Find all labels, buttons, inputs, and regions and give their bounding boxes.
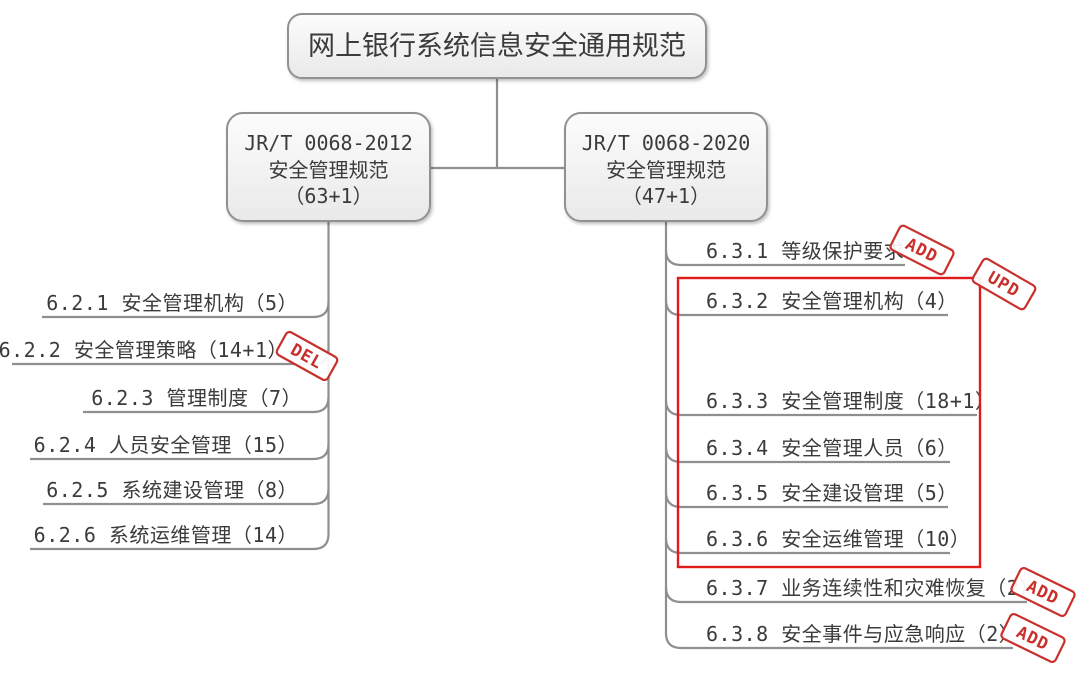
add-stamp-637: ADD	[1010, 566, 1076, 618]
item-6-2-5: 6.2.5 系统建设管理（8）	[46, 478, 298, 502]
branch-line-6-3-4	[664, 446, 950, 464]
left-node-line1: JR/T 0068-2012	[244, 131, 413, 155]
branch-line-6-3-2	[664, 299, 948, 317]
item-6-3-5: 6.3.5 安全建设管理（5）	[706, 481, 958, 505]
item-6-2-1: 6.2.1 安全管理机构（5）	[46, 291, 298, 315]
add-stamp-638: ADD	[1000, 612, 1066, 664]
right-node-line1: JR/T 0068-2020	[582, 131, 751, 155]
item-6-2-4: 6.2.4 人员安全管理（15）	[34, 433, 298, 457]
right-node-box	[564, 112, 768, 222]
item-6-3-6: 6.3.6 安全运维管理（10）	[706, 527, 970, 551]
item-6-3-1: 6.3.1 等级保护要求	[706, 239, 904, 263]
item-6-3-8: 6.3.8 安全事件与应急响应（2）	[706, 622, 1019, 646]
updated-group-highlight-box	[676, 276, 982, 569]
branch-line-6-3-6	[664, 537, 950, 555]
root-node-box	[287, 13, 707, 79]
branch-line-6-3-1	[664, 249, 905, 267]
branch-line-6-2-3	[83, 396, 330, 414]
branch-line-6-3-8	[664, 632, 1013, 650]
branch-line-6-3-7	[664, 586, 1027, 604]
upd-stamp-border	[971, 257, 1037, 311]
right-node-line2: 安全管理规范	[606, 158, 726, 182]
add-stamp-631-border	[889, 224, 955, 276]
left-node-box	[226, 112, 431, 222]
item-6-3-7: 6.3.7 业务连续性和灾难恢复（2）	[706, 576, 1040, 600]
branch-line-6-3-5	[664, 491, 948, 509]
branch-line-6-3-3	[664, 399, 977, 417]
item-6-3-4: 6.3.4 安全管理人员（6）	[706, 436, 958, 460]
right-node-2020: JR/T 0068-2020 安全管理规范 （47+1）	[564, 112, 768, 222]
branch-line-6-2-5	[43, 488, 330, 506]
item-6-2-6: 6.2.6 系统运维管理（14）	[34, 523, 298, 547]
root-node: 网上银行系统信息安全通用规范	[287, 13, 707, 79]
item-6-2-3: 6.2.3 管理制度（7）	[91, 386, 302, 410]
left-node-line3: （63+1）	[284, 184, 372, 208]
branch-line-6-2-4	[30, 443, 330, 461]
del-stamp-border	[275, 330, 339, 382]
add-stamp-638-border	[1000, 612, 1066, 664]
left-node-line2: 安全管理规范	[269, 158, 389, 182]
root-node-title: 网上银行系统信息安全通用规范	[308, 31, 686, 62]
add-stamp-637-border	[1010, 566, 1076, 618]
right-node-line3: （47+1）	[622, 184, 710, 208]
item-6-3-3: 6.3.3 安全管理制度（18+1）	[706, 389, 995, 413]
add-stamp-631: ADD	[889, 224, 955, 276]
item-6-3-2: 6.3.2 安全管理机构（4）	[706, 289, 958, 313]
item-6-2-2: 6.2.2 安全管理策略（14+1）	[0, 338, 288, 362]
branch-line-6-2-6	[30, 533, 330, 551]
left-node-2012: JR/T 0068-2012 安全管理规范 （63+1）	[226, 112, 431, 222]
branch-line-6-2-1	[42, 301, 330, 319]
